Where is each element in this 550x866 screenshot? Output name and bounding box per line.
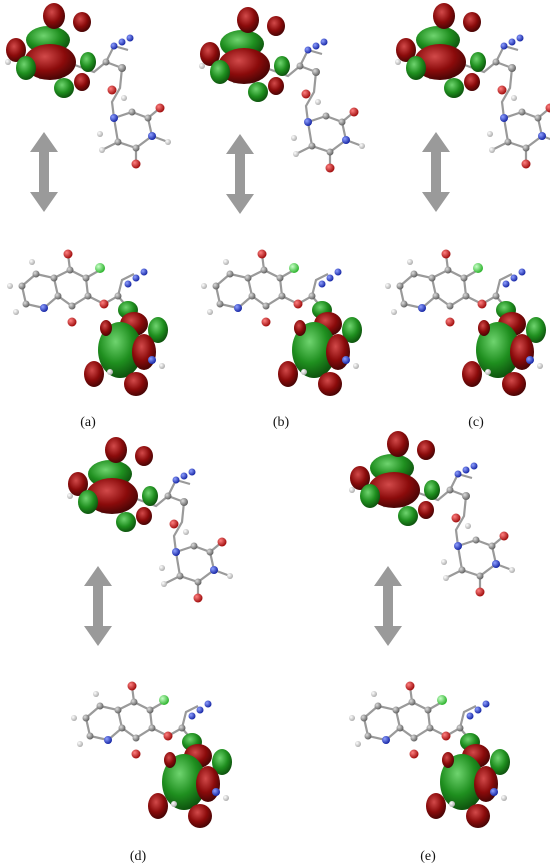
lumo-structure-b [199, 248, 364, 398]
panel-label-b: (b) [273, 415, 290, 430]
lumo-structure-d [69, 680, 234, 830]
panel-c: (c) [383, 1, 550, 430]
homo-structure-e [347, 429, 517, 598]
transition-arrow-b [226, 134, 254, 214]
panel-a: (a) [3, 1, 173, 430]
panel-label-a: (a) [80, 415, 96, 430]
transition-arrow-d [84, 566, 112, 646]
panel-label-c: (c) [468, 415, 484, 430]
lumo-structure-e [347, 680, 512, 830]
homo-structure-c [393, 1, 550, 170]
homo-structure-b [197, 5, 367, 174]
panel-label-d: (d) [130, 849, 147, 864]
panel-label-e: (e) [420, 849, 436, 864]
transition-arrow-c [422, 132, 450, 212]
panel-d: (d) [65, 435, 235, 864]
lumo-structure-a [5, 248, 170, 398]
transition-arrow-e [374, 566, 402, 646]
lumo-structure-c [383, 248, 548, 398]
panel-e: (e) [347, 429, 517, 864]
homo-structure-a [3, 1, 173, 170]
panel-b: (b) [197, 5, 367, 430]
transition-arrow-a [30, 132, 58, 212]
